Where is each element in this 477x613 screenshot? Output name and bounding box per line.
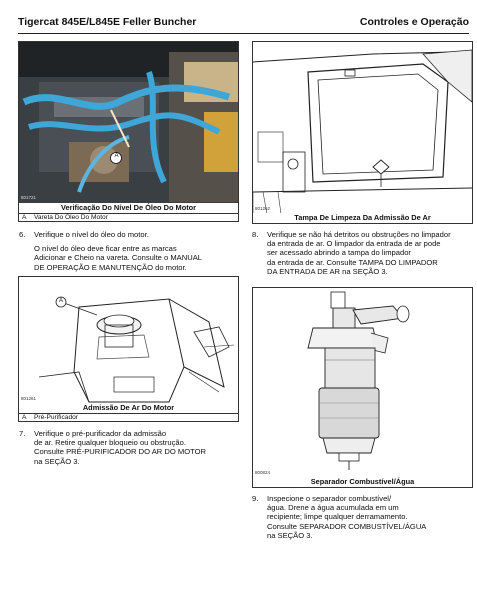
step-7-l3: Consulte PRÉ-PURIFICADOR DO AR DO MOTOR	[34, 447, 207, 457]
step-6-line1: Verifique o nível do óleo do motor.	[34, 230, 149, 239]
step-9: 9. Inspecione o separador combustível/ á…	[252, 494, 472, 540]
figure-id-oil: 801721	[21, 195, 37, 200]
figure-fuel-water-separator: 800824	[252, 287, 473, 479]
step-7-number: 7.	[19, 429, 26, 438]
step-7-l1: Verifique o pré-purificador da admissão	[34, 429, 167, 438]
figure-cleanout-cover: 801262	[252, 41, 473, 215]
legend-text-oil: Vareta Do Óleo Do Motor	[34, 214, 108, 221]
figure-air-intake: A 801261	[18, 276, 239, 405]
step-6-number: 6.	[19, 230, 26, 239]
figure-id-cleanout: 801262	[255, 206, 271, 211]
legend-oil: A Vareta Do Óleo Do Motor	[18, 213, 239, 222]
step-9-l2: água. Drene a água acumulada em um	[267, 503, 399, 513]
step-9-l4: Consulte SEPARADOR COMBUSTÍVEL/ÁGUA	[267, 521, 427, 531]
cleanout-cover-drawing	[253, 42, 472, 214]
step-8: 8. Verifique se não há detritos ou obstr…	[252, 230, 472, 276]
legend-key-precleaner: A	[22, 414, 27, 421]
callout-a-oil: A	[114, 153, 119, 159]
legend-key-oil: A	[22, 214, 27, 221]
step-8-l1: Verifique se não há detritos ou obstruçõ…	[267, 230, 451, 239]
engine-oil-photo	[19, 42, 238, 204]
step-6-p2-l2: Adicionar e Cheio na vareta. Consulte o …	[34, 253, 202, 263]
caption-precleaner: Admissão De Ar Do Motor	[18, 403, 239, 414]
legend-text-precleaner: Pré-Purificador	[34, 414, 78, 421]
step-8-number: 8.	[252, 230, 259, 239]
figure-engine-oil: A 801721	[18, 41, 239, 205]
step-6: 6. Verifique o nível do óleo do motor. O…	[19, 230, 239, 272]
figure-id-precleaner: 801261	[21, 396, 37, 401]
callout-a-precleaner: A	[58, 298, 63, 304]
step-9-l5: na SEÇÃO 3.	[267, 530, 313, 540]
header-rule	[18, 33, 469, 34]
step-7: 7. Verifique o pré-purificador da admiss…	[19, 429, 239, 466]
step-6-p2-l3: DE OPERAÇÃO E MANUTENÇÃO do motor.	[34, 262, 187, 272]
legend-precleaner: A Pré-Purificador	[18, 413, 239, 422]
fuel-water-separator-drawing	[253, 288, 472, 478]
page-header-right: Controles e Operação	[359, 16, 469, 28]
step-9-number: 9.	[252, 494, 259, 503]
step-8-l3: ser acessado abrindo a tampa do limpador	[267, 248, 411, 258]
caption-cleanout: Tampa De Limpeza Da Admissão De Ar	[252, 213, 473, 224]
air-intake-drawing	[19, 277, 238, 404]
caption-oil: Verificação Do Nível De Óleo Do Motor	[18, 203, 239, 214]
page-header-left: Tigercat 845E/L845E Feller Buncher	[18, 16, 197, 28]
step-9-l1: Inspecione o separador combustível/	[267, 494, 392, 503]
step-7-l4: na SEÇÃO 3.	[34, 456, 80, 466]
step-6-p2-l1: O nível do óleo deve ficar entre as marc…	[34, 244, 177, 254]
step-8-l2: da entrada de ar. O limpador da entrada …	[267, 239, 441, 249]
step-9-l3: recipiente; limpe qualquer derramamento.	[267, 512, 408, 522]
step-7-l2: de ar. Retire qualquer bloqueio ou obstr…	[34, 438, 186, 448]
caption-separator: Separador Combustível/Água	[252, 477, 473, 488]
step-8-l4: da entrada de ar. Consulte TAMPA DO LIMP…	[267, 257, 438, 267]
figure-id-separator: 800824	[255, 470, 271, 475]
step-8-l5: DA ENTRADA DE AR na SEÇÃO 3.	[267, 266, 388, 276]
